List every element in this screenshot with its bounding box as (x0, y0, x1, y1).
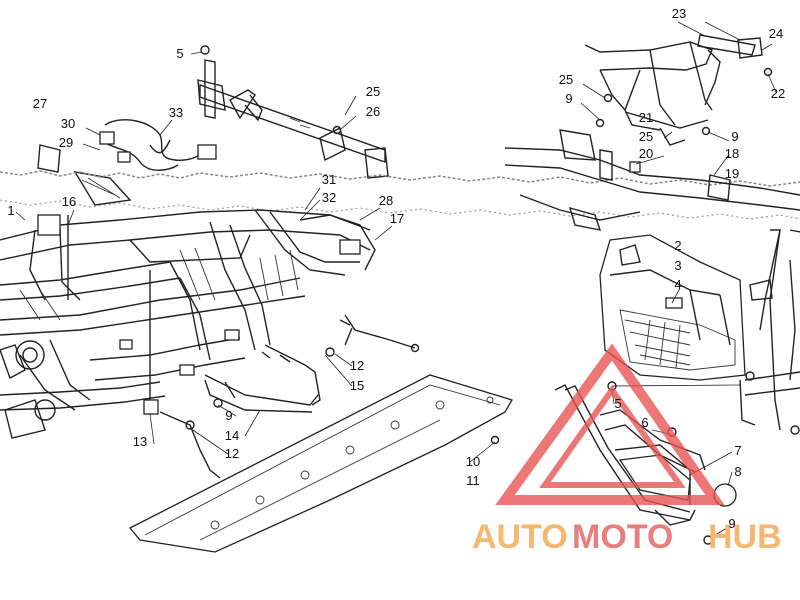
callout-25-15: 25 (559, 72, 573, 87)
callout-21-18: 21 (639, 110, 653, 125)
callout-4-26: 4 (674, 277, 681, 292)
callout-18-22: 18 (725, 146, 739, 161)
callout-17-12: 17 (390, 211, 404, 226)
callout-12-32: 12 (225, 446, 239, 461)
callout-5-0: 5 (176, 46, 183, 61)
watermark-hub: HUB (708, 518, 782, 556)
callout-19-23: 19 (725, 166, 739, 181)
callout-2-24: 2 (674, 238, 681, 253)
callout-9-20: 9 (731, 129, 738, 144)
callout-33-5: 33 (169, 105, 183, 120)
watermark-moto: MOTO (572, 518, 673, 556)
watermark-wordmark: AUTO MOTO HUB (472, 518, 782, 556)
watermark-auto: AUTO (472, 518, 568, 556)
callout-11-34: 11 (466, 473, 480, 488)
callout-9-16: 9 (565, 91, 572, 106)
callout-24-14: 24 (769, 26, 783, 41)
wiring-harness (99, 119, 217, 171)
callout-25-19: 25 (639, 129, 653, 144)
connector-rod (67, 215, 221, 479)
callout-25-1: 25 (366, 84, 380, 99)
shift-linkage (325, 314, 420, 357)
callout-20-21: 20 (639, 146, 653, 161)
callout-23-13: 23 (672, 6, 686, 21)
callout-22-17: 22 (771, 86, 785, 101)
rear-rack-bracket (584, 34, 773, 146)
torn-page-edge (0, 170, 800, 220)
callout-3-25: 3 (674, 258, 681, 273)
callout-9-39: 9 (728, 516, 735, 531)
main-frame (0, 209, 376, 439)
right-frame-section (504, 129, 800, 231)
upper-mount-bar (197, 45, 389, 179)
right-lower-frame (739, 229, 800, 435)
callout-10-33: 10 (466, 454, 480, 469)
callout-6-36: 6 (641, 415, 648, 430)
callout-32-8: 32 (322, 190, 336, 205)
front-grille-panel (599, 234, 746, 381)
callout-5-35: 5 (614, 396, 621, 411)
callout-15-28: 15 (350, 378, 364, 393)
callout-31-7: 31 (322, 172, 336, 187)
callout-7-37: 7 (734, 443, 741, 458)
callout-13-31: 13 (133, 434, 147, 449)
callout-30-4: 30 (61, 116, 75, 131)
callout-1-11: 1 (7, 203, 14, 218)
callout-8-38: 8 (734, 464, 741, 479)
callout-26-2: 26 (366, 104, 380, 119)
callout-28-9: 28 (379, 193, 393, 208)
skid-plate (128, 374, 513, 553)
step-bracket (204, 344, 321, 413)
callout-29-6: 29 (59, 135, 73, 150)
callout-12-27: 12 (350, 358, 364, 373)
upper-left-panel (37, 144, 132, 206)
callout-9-29: 9 (225, 408, 232, 423)
watermark-logo (495, 343, 725, 505)
callout-16-10: 16 (62, 194, 76, 209)
callout-27-3: 27 (33, 96, 47, 111)
callout-14-30: 14 (225, 428, 239, 443)
